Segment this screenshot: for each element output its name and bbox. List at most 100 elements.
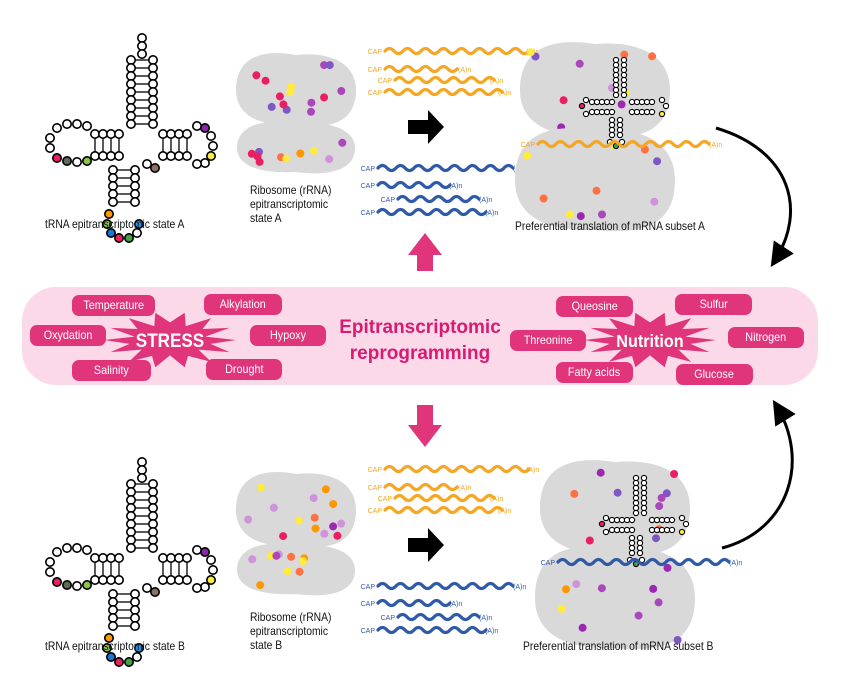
nucleotide: [148, 62, 159, 73]
nucleotide: [640, 489, 648, 497]
modification-dot: [269, 503, 278, 512]
nucleotide: [166, 552, 177, 563]
modification-dot: [562, 585, 570, 594]
modification-dot: [663, 563, 672, 572]
nucleotide: [82, 544, 93, 555]
nucleotide: [663, 526, 671, 534]
nucleotide: [150, 586, 161, 597]
nucleotide: [108, 612, 119, 623]
nucleotide: [148, 79, 159, 90]
modification-dot: [655, 502, 664, 511]
nucleotide: [61, 119, 72, 130]
nucleotide: [640, 509, 648, 517]
nucleotide: [608, 116, 616, 124]
curved-arrow-icon-top: [715, 126, 794, 268]
nucleotide: [44, 566, 55, 577]
modification-dot: [649, 584, 658, 593]
nucleotide: [130, 181, 141, 192]
cap-label: CAP: [368, 467, 383, 474]
nucleotide: [108, 620, 119, 631]
polya-label: (A)n: [526, 467, 539, 474]
nucleotide: [663, 516, 671, 524]
modification-dot: [337, 519, 346, 528]
nucleotide: [137, 40, 148, 51]
polya-label: (A)n: [479, 197, 492, 204]
nucleotide: [51, 546, 62, 557]
nucleotide: [134, 219, 145, 230]
ribosome-subunit: [237, 543, 355, 596]
nucleotide: [126, 79, 137, 90]
nucleotide: [643, 108, 651, 116]
nucleotide: [582, 96, 590, 104]
trna-structure-b: [44, 456, 219, 667]
nucleotide: [633, 98, 641, 106]
nucleotide: [124, 233, 135, 244]
modification-dot: [634, 611, 643, 620]
nucleotide: [137, 472, 148, 483]
nucleotide: [628, 108, 636, 116]
modification-dot: [648, 52, 657, 61]
nucleotide: [126, 103, 137, 114]
nucleotide: [130, 604, 141, 615]
nucleotide: [182, 129, 193, 140]
nucleotide: [82, 156, 93, 167]
nucleotide: [108, 189, 119, 200]
modification-dot: [247, 149, 256, 158]
modification-dot: [657, 493, 666, 502]
nucleotide: [638, 108, 646, 116]
nucleotide: [640, 479, 648, 487]
cap-label: CAP: [361, 584, 376, 591]
modification-dot: [309, 494, 318, 503]
mrna-blue: [376, 207, 488, 217]
nucleotide: [106, 574, 117, 585]
nucleotide: [108, 173, 119, 184]
nucleotide: [158, 574, 169, 585]
cap-label: CAP: [381, 615, 396, 622]
nucleotide: [620, 66, 628, 74]
nucleotide: [148, 518, 159, 529]
nucleotide: [126, 534, 137, 545]
nucleotide: [612, 71, 620, 79]
modification-dot: [329, 522, 338, 531]
modification-dot: [295, 567, 304, 576]
nucleotide: [174, 552, 185, 563]
cap-label: CAP: [541, 560, 556, 567]
modification-dot: [653, 157, 662, 166]
nucleotide: [598, 520, 606, 528]
nucleotide: [632, 509, 640, 517]
nucleotide: [126, 518, 137, 529]
nucleotide: [106, 151, 117, 162]
nucleotide: [174, 129, 185, 140]
modification-dot: [557, 604, 566, 613]
nucleotide: [612, 76, 620, 84]
nucleotide: [640, 494, 648, 502]
cap-label: CAP: [361, 183, 376, 190]
trna-structure-a: [44, 32, 219, 244]
modification-dot: [256, 581, 265, 590]
cap-label: CAP: [378, 496, 393, 503]
ribosome-subunit: [520, 42, 670, 138]
nutrition-burst-icon: [584, 312, 716, 368]
nucleotide: [61, 156, 72, 167]
modification-dot: [572, 580, 581, 589]
translation-label-b: Preferential translation of mRNA subset …: [523, 639, 714, 653]
polya-label: (A)n: [449, 183, 462, 190]
nucleotide: [137, 48, 148, 59]
nucleotide: [82, 121, 93, 132]
nucleotide: [192, 582, 203, 593]
polya-label: (A)n: [498, 90, 511, 97]
polya-label: (A)n: [490, 496, 503, 503]
mrna-orange: [383, 46, 531, 56]
cap-label: CAP: [378, 78, 393, 85]
mrna-blue: [376, 581, 515, 591]
modification-dot: [338, 138, 347, 147]
title-line-1: Epitranscriptomic: [339, 317, 501, 338]
nucleotide: [148, 494, 159, 505]
polya-label: (A)n: [479, 615, 492, 622]
modification-dot: [652, 534, 660, 543]
nucleotide: [114, 552, 125, 563]
nutrition-factor-nitrogen: Nitrogen: [728, 327, 804, 348]
nucleotide: [588, 108, 596, 116]
mrna-orange: [383, 64, 459, 74]
nucleotide: [658, 110, 666, 118]
